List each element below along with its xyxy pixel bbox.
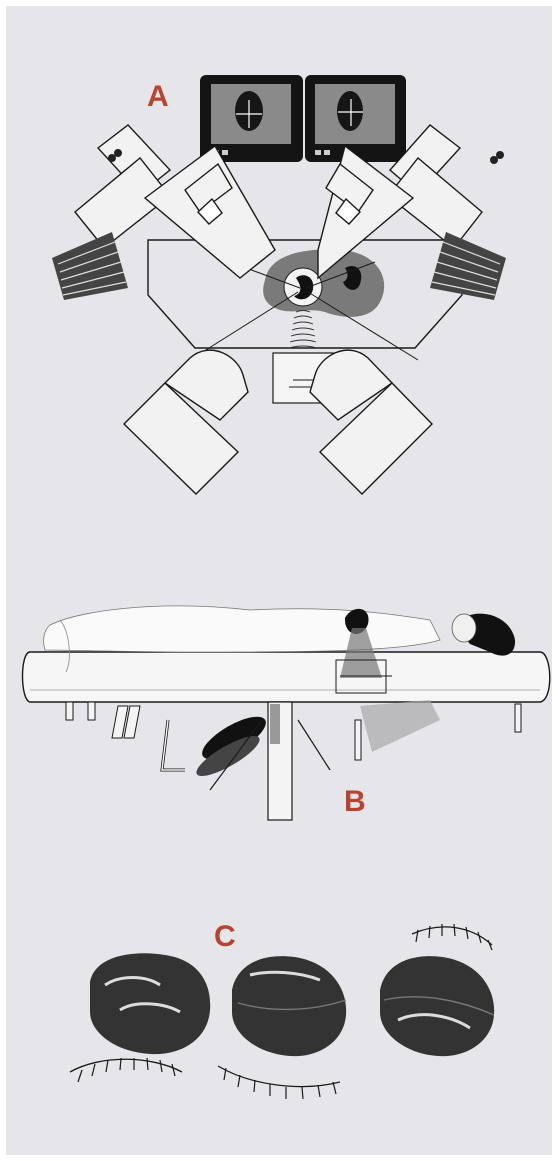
- bellows-right: [430, 232, 506, 300]
- kidney-stone-2: [218, 956, 346, 1099]
- table-top: [23, 652, 550, 702]
- label-b: B: [344, 787, 366, 817]
- patient-body: [44, 606, 440, 652]
- image-intensifier-right: [310, 350, 432, 494]
- bellows-left: [52, 232, 128, 300]
- label-a: A: [147, 82, 169, 112]
- panel-b-patient-illustration: [23, 606, 550, 820]
- kidney-stone-1: [70, 953, 210, 1082]
- label-c: C: [214, 922, 236, 952]
- image-intensifier-left: [124, 350, 248, 494]
- shockwave-arcs: [289, 311, 317, 349]
- kidney-stone-3: [380, 924, 494, 1056]
- panel-c-kidney-stones: [70, 924, 494, 1099]
- monitor-right: [305, 75, 406, 162]
